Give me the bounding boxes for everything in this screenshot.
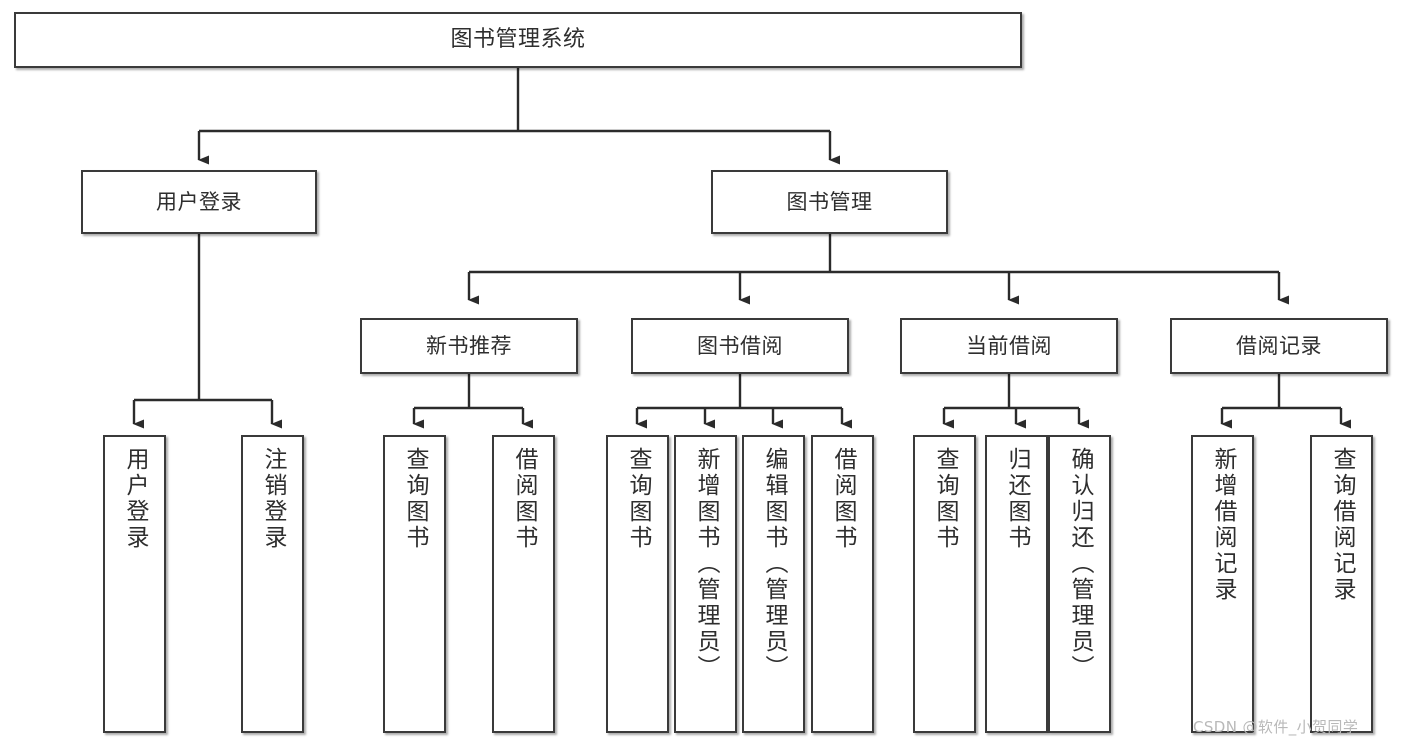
node-label: 编辑图书（管理员） [761, 447, 787, 681]
node-label: 借阅图书 [511, 447, 537, 551]
leaf-user-login[interactable]: 用户登录 [103, 435, 166, 733]
node-book-management[interactable]: 图书管理 [711, 170, 948, 234]
node-label: 图书管理系统 [450, 27, 586, 53]
node-label: 用户登录 [156, 189, 242, 214]
node-label: 图书借阅 [697, 333, 783, 358]
leaf-query-book-2[interactable]: 查询图书 [606, 435, 669, 733]
node-borrow-record[interactable]: 借阅记录 [1170, 318, 1388, 374]
node-label: 借阅图书 [830, 447, 856, 551]
node-label: 借阅记录 [1236, 333, 1322, 358]
node-current-borrow[interactable]: 当前借阅 [900, 318, 1118, 374]
leaf-logout-login[interactable]: 注销登录 [241, 435, 304, 733]
leaf-borrow-book-2[interactable]: 借阅图书 [811, 435, 874, 733]
node-label: 查询借阅记录 [1329, 447, 1355, 603]
node-book-borrow[interactable]: 图书借阅 [631, 318, 849, 374]
node-label: 注销登录 [260, 447, 286, 551]
leaf-query-book-1[interactable]: 查询图书 [383, 435, 446, 733]
node-label: 用户登录 [122, 447, 148, 551]
leaf-add-book[interactable]: 新增图书（管理员） [674, 435, 737, 733]
node-label: 新增图书（管理员） [693, 447, 719, 681]
leaf-query-borrow-record[interactable]: 查询借阅记录 [1310, 435, 1373, 733]
leaf-borrow-book-1[interactable]: 借阅图书 [492, 435, 555, 733]
node-label: 图书管理 [786, 189, 873, 214]
leaf-query-book-3[interactable]: 查询图书 [913, 435, 976, 733]
node-label: 查询图书 [625, 447, 651, 551]
node-label: 归还图书 [1004, 447, 1030, 551]
leaf-add-borrow-record[interactable]: 新增借阅记录 [1191, 435, 1254, 733]
node-label: 确认归还（管理员） [1067, 447, 1093, 681]
node-label: 当前借阅 [966, 333, 1052, 358]
node-user-login[interactable]: 用户登录 [81, 170, 317, 234]
node-label: 新书推荐 [426, 333, 512, 358]
leaf-edit-book[interactable]: 编辑图书（管理员） [742, 435, 805, 733]
leaf-return-book[interactable]: 归还图书 [985, 435, 1048, 733]
leaf-confirm-return[interactable]: 确认归还（管理员） [1048, 435, 1111, 733]
node-root-system[interactable]: 图书管理系统 [14, 12, 1022, 68]
node-new-book-recommend[interactable]: 新书推荐 [360, 318, 578, 374]
node-label: 查询图书 [402, 447, 428, 551]
node-label: 新增借阅记录 [1210, 447, 1236, 603]
csdn-watermark: CSDN @软件_小贺同学 [1193, 718, 1359, 736]
node-label: 查询图书 [932, 447, 958, 551]
